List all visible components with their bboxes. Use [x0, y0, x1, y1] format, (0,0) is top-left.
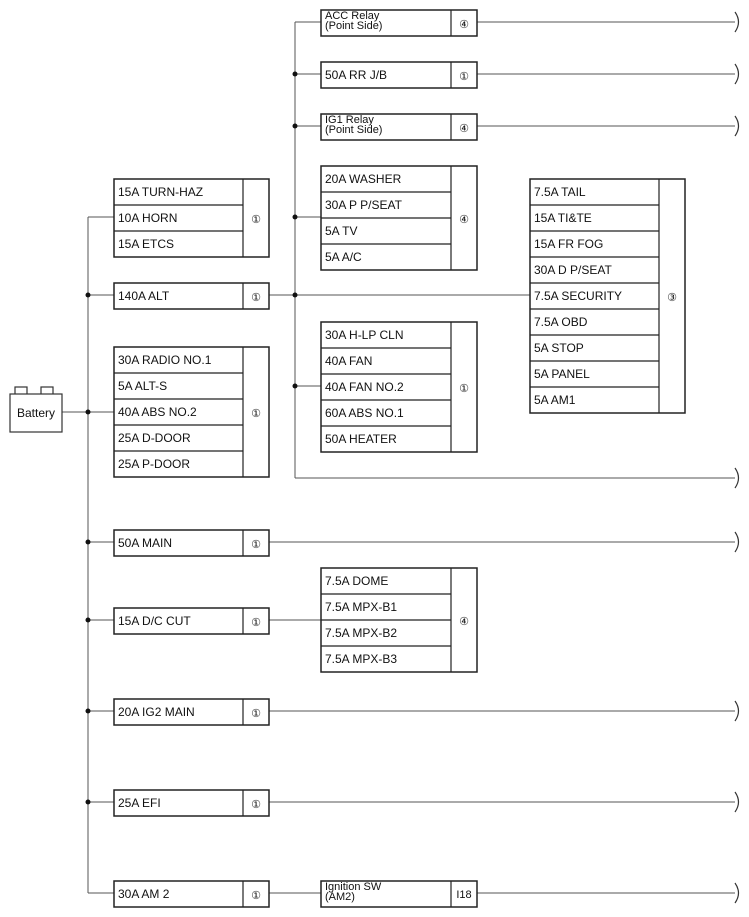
fuse-label: 30A AM 2 — [118, 887, 170, 901]
rr-jb-box: 50A RR J/B ① — [320, 61, 478, 89]
fuse-label: 5A A/C — [325, 250, 362, 264]
fuse-label: IG1 Relay(Point Side) — [325, 114, 382, 136]
battery-body — [9, 393, 63, 433]
continuation-mark — [734, 11, 740, 33]
tail-group-box: 7.5A TAIL 15A TI&TE 15A FR FOG 30A D P/SEAT… — [529, 178, 686, 414]
connector-number: ① — [251, 214, 261, 226]
junction-dot — [85, 799, 91, 805]
fuse-label: 30A P P/SEAT — [325, 198, 403, 212]
fuse-label: 7.5A TAIL — [534, 185, 586, 199]
connector-number: ① — [459, 71, 469, 83]
fuse-label: 15A ETCS — [118, 237, 174, 251]
fuse-label: 7.5A MPX-B1 — [325, 600, 397, 614]
fuse-label: 50A RR J/B — [325, 68, 387, 82]
connector-number: ① — [251, 408, 261, 420]
main-box: 50A MAIN ① — [113, 529, 270, 557]
fuse-label: 5A STOP — [534, 341, 584, 355]
fuse-label: 50A MAIN — [118, 536, 172, 550]
efi-box: 25A EFI ① — [113, 789, 270, 817]
fuse-label: 40A FAN NO.2 — [325, 380, 404, 394]
alt-box: 140A ALT ① — [113, 282, 270, 310]
junction-dot — [85, 617, 91, 623]
continuation-mark — [734, 115, 740, 137]
continuation-mark — [734, 63, 740, 85]
fuse-label: 25A D-DOOR — [118, 431, 191, 445]
battery-label: Battery — [17, 406, 55, 420]
fuse-label: 15A FR FOG — [534, 237, 603, 251]
junction-dot — [85, 539, 91, 545]
fuse-label: Ignition SW(AM2) — [325, 881, 382, 903]
fuse-label: 10A HORN — [118, 211, 177, 225]
connector-number: ① — [251, 539, 261, 551]
connector-number: ① — [251, 617, 261, 629]
fuse-label: 25A P-DOOR — [118, 457, 190, 471]
washer-group-box: 20A WASHER 30A P P/SEAT 5A TV 5A A/C ④ — [320, 165, 478, 271]
junction-dot — [292, 71, 298, 77]
fuse-label: 5A AM1 — [534, 393, 576, 407]
fuse-label: 15A TI&TE — [534, 211, 592, 225]
fuse-label: 7.5A SECURITY — [534, 289, 622, 303]
fuse-label: 15A D/C CUT — [118, 614, 191, 628]
connector-number: ① — [251, 708, 261, 720]
junction-dot — [292, 214, 298, 220]
fuse-label: 5A ALT-S — [118, 379, 167, 393]
junction-dots — [85, 71, 298, 805]
connector-number: ③ — [667, 292, 677, 304]
connector-number: ④ — [459, 19, 469, 31]
connector-number: ④ — [459, 123, 469, 135]
fuse-label: 40A ABS NO.2 — [118, 405, 197, 419]
acc-relay-box: ACC Relay(Point Side) ④ — [320, 9, 478, 37]
continuation-mark — [734, 882, 740, 904]
fuse-label: 7.5A MPX-B3 — [325, 652, 397, 666]
radio-group-box: 30A RADIO NO.1 5A ALT-S 40A ABS NO.2 25A D-… — [113, 346, 270, 478]
continuation-mark — [734, 791, 740, 813]
fuse-label: 30A D P/SEAT — [534, 263, 612, 277]
fuse-label: 50A HEATER — [325, 432, 397, 446]
dc-cut-box: 15A D/C CUT ① — [113, 607, 270, 635]
wire-continuation-marks — [734, 11, 740, 904]
fuse-label: 15A TURN-HAZ — [118, 185, 203, 199]
fuse-label: 7.5A MPX-B2 — [325, 626, 397, 640]
continuation-mark — [734, 467, 740, 489]
junction-dot — [85, 292, 91, 298]
ig2-main-box: 20A IG2 MAIN ① — [113, 698, 270, 726]
fuse-label: 5A TV — [325, 224, 357, 238]
battery: Battery — [9, 386, 63, 433]
hlp-group-box: 30A H-LP CLN 40A FAN 40A FAN NO.2 60A ABS N… — [320, 321, 478, 453]
connector-number: ① — [251, 890, 261, 902]
fuse-label: 60A ABS NO.1 — [325, 406, 404, 420]
dome-group-box: 7.5A DOME 7.5A MPX-B1 7.5A MPX-B2 7.5A MPX-… — [320, 567, 478, 673]
fuse-label: ACC Relay(Point Side) — [325, 10, 382, 32]
ign-sw-box: Ignition SW(AM2) I18 — [320, 880, 478, 908]
fuse-boxes: ACC Relay(Point Side) ④ 50A RR J/B ① IG1 Rel… — [113, 9, 686, 908]
ig1-relay-box: IG1 Relay(Point Side) ④ — [320, 113, 478, 141]
connector-number: ④ — [459, 616, 469, 628]
fuse-label: 7.5A OBD — [534, 315, 588, 329]
fuse-label: 20A IG2 MAIN — [118, 705, 195, 719]
continuation-mark — [734, 700, 740, 722]
connector-number: ④ — [459, 214, 469, 226]
wiring-lines — [62, 21, 735, 894]
am2-box: 30A AM 2 ① — [113, 880, 270, 908]
turn-group-box: 15A TURN-HAZ 10A HORN 15A ETCS ① — [113, 178, 270, 258]
fuse-label: 30A RADIO NO.1 — [118, 353, 212, 367]
fuse-label: 5A PANEL — [534, 367, 590, 381]
fuse-label: 20A WASHER — [325, 172, 402, 186]
junction-dot — [292, 383, 298, 389]
connector-number: ① — [459, 383, 469, 395]
fuse-label: 40A FAN — [325, 354, 372, 368]
junction-dot — [85, 708, 91, 714]
fuse-label: 25A EFI — [118, 796, 161, 810]
continuation-mark — [734, 531, 740, 553]
connector-number: ① — [251, 799, 261, 811]
junction-dot — [292, 292, 298, 298]
fuse-label: 7.5A DOME — [325, 574, 388, 588]
connector-number: ① — [251, 292, 261, 304]
fuse-label: 140A ALT — [118, 289, 170, 303]
junction-dot — [85, 409, 91, 415]
connector-number: I18 — [456, 889, 471, 901]
junction-dot — [292, 123, 298, 129]
fuse-label: 30A H-LP CLN — [325, 328, 404, 342]
